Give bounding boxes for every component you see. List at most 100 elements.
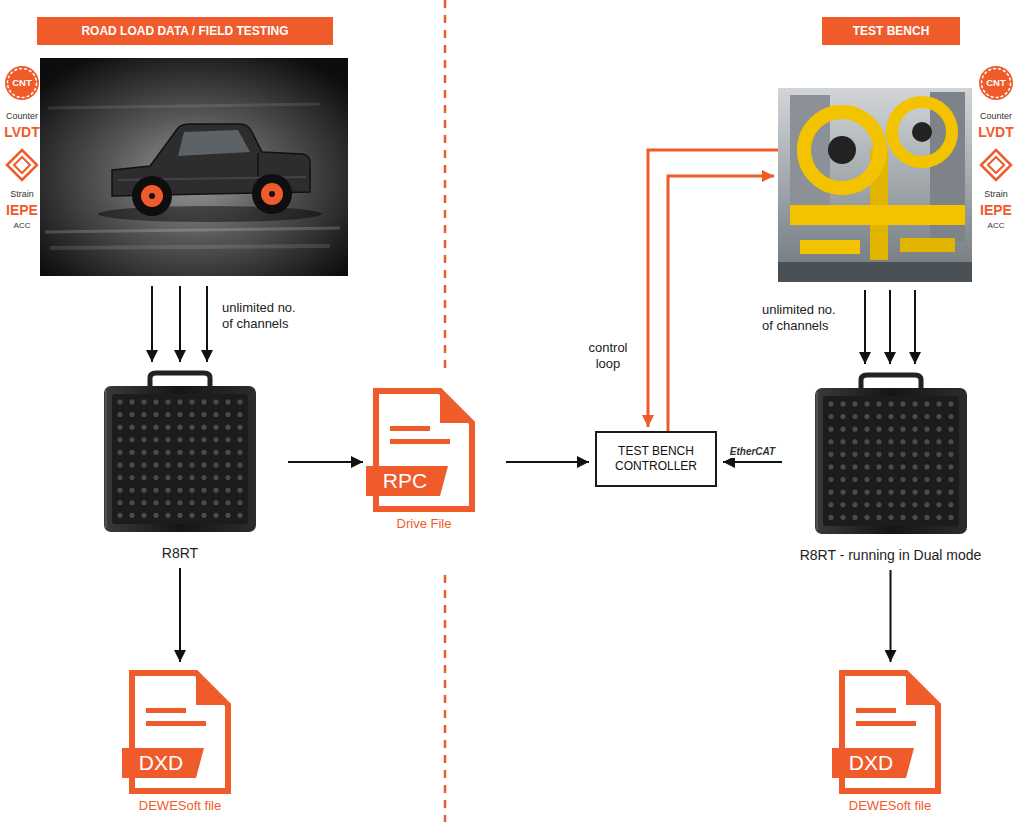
device-name: R8RT [100,545,260,562]
daq-device-part-part [225,487,231,493]
label-box: unlimited no. of channels [762,302,846,334]
daq-device-part-part [827,451,833,457]
daq-device-part-part [189,512,195,518]
daq-device-part-part [177,512,183,518]
daq-device-part-part [899,451,905,457]
daq-device-part-part [863,451,869,457]
file-icon-part-part [146,721,206,726]
daq-device-part-part [153,411,159,417]
daq-device-part [100,370,260,535]
controller-box: TEST BENCH CONTROLLER [595,431,717,487]
flow-arrow [506,461,589,463]
daq-device-part-part [823,396,959,526]
daq-device-part-part [851,489,857,495]
label-box: LVDT [974,123,1018,141]
daq-device-part-part [237,437,243,443]
daq-device-part-part [165,462,171,468]
daq-device-part-part [201,449,207,455]
daq-device-part-part [117,500,123,506]
daq-device-part-part [875,401,881,407]
daq-device-part-part [947,401,953,407]
daq-device-part-part [117,411,123,417]
daq-device-part-part [887,514,893,520]
flow-arrow [288,461,363,463]
daq-device-part-part [141,449,147,455]
daq-device-part-part [141,487,147,493]
daq-device-part-part [201,399,207,405]
daq-device-part-part [815,388,967,534]
daq-device-part-part [129,437,135,443]
daq-device-part-part [827,502,833,508]
daq-device-part-part [129,512,135,518]
daq-device-part-part [887,413,893,419]
sensor-diamond-icon [7,150,1011,180]
daq-device-part-part [863,514,869,520]
daq-device-part-part [839,514,845,520]
daq-device-part-part [839,401,845,407]
daq-device-part-part [165,474,171,480]
daq-device-part-part [104,386,256,532]
daq-device-part-part [911,426,917,432]
label-box: LVDT [0,123,44,141]
label-box: IEPE [974,201,1018,219]
daq-device-part-part [911,464,917,470]
daq-device-part-part [935,502,941,508]
daq-device-part-part [177,424,183,430]
daq-device-part-part [177,487,183,493]
daq-device-part-part [863,413,869,419]
daq-device-part-part [225,462,231,468]
daq-device-part-part [947,439,953,445]
daq-device-part-part [225,437,231,443]
daq-device-part-part [141,399,147,405]
sensor-label: ACC [974,221,1018,231]
daq-device-part-part [947,464,953,470]
daq-device-part-part [165,437,171,443]
daq-device-part-part [165,500,171,506]
daq-device-part-part [839,439,845,445]
daq-device-part-part [201,487,207,493]
daq-device-part-part [165,411,171,417]
vehicle-photo-part [50,246,330,248]
daq-device-part-part [153,474,159,480]
daq-device-part-part [911,413,917,419]
vehicle-photo-part [178,130,250,156]
daq-device-part-part [839,464,845,470]
file-icon: DXDDEWESoft file [838,670,942,814]
sensor-label: Counter [974,111,1018,122]
daq-device-part-part [141,512,147,518]
daq-device: R8RT [100,370,260,562]
daq-device-part-part [887,502,893,508]
daq-device-part-part [899,502,905,508]
daq-device-part-part [141,424,147,430]
sensor-label: Strain [974,189,1018,200]
daq-device-part-part [875,476,881,482]
vehicle-photo-part [48,104,320,108]
daq-device-part-part [237,411,243,417]
vehicle-photo-part [98,206,322,222]
daq-device-part-part [875,439,881,445]
daq-device-part-part [863,439,869,445]
daq-device-part-part [153,449,159,455]
sensor-label: LVDT [974,123,1018,141]
daq-device-part-part [129,474,135,480]
daq-device-part-part [129,399,135,405]
daq-device-part-part [911,489,917,495]
sensor-label: IEPE [974,201,1018,219]
daq-device-part-part [189,449,195,455]
test-bench-photo-part [900,238,955,252]
daq-device-part-part [117,474,123,480]
daq-device-part-part [947,502,953,508]
daq-device-part-part [863,464,869,470]
vehicle-photo-part [141,185,163,207]
daq-device-part-part [189,399,195,405]
daq-device-part-part [947,514,953,520]
daq-device-part-part [875,489,881,495]
daq-device-part-part [911,439,917,445]
daq-device-part-part [923,502,929,508]
daq-device-part-part [189,474,195,480]
sensor-diamond-icon-part [981,150,1011,180]
daq-device-part-part [923,451,929,457]
daq-device-part-part [189,437,195,443]
label-box: ACC [0,221,44,231]
daq-device-part-part [839,476,845,482]
